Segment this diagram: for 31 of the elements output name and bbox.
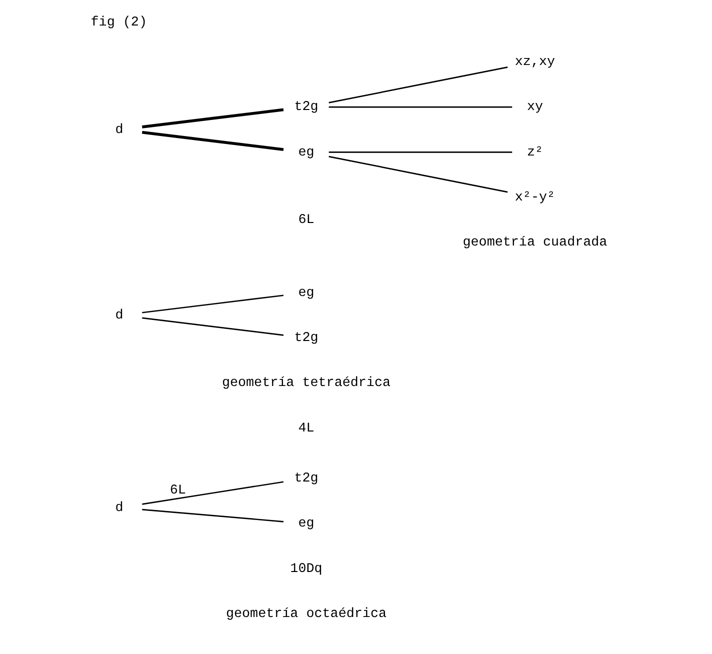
connector — [328, 152, 512, 153]
node-text: t2g — [294, 472, 318, 487]
node-text: eg — [298, 516, 314, 532]
label: geometría tetraédrica — [222, 376, 391, 392]
label: geometría cuadrada — [462, 236, 608, 251]
node-text: t2g — [294, 100, 318, 116]
connector — [142, 481, 284, 505]
node-text: d — [115, 122, 124, 138]
connector — [328, 106, 512, 108]
diagram-title: fig (2) — [90, 16, 147, 31]
node-text: d — [115, 308, 124, 324]
label: geometría octaédrica — [226, 607, 386, 622]
edge-label: 6L — [170, 483, 186, 498]
label: 4L — [298, 421, 314, 436]
connector — [328, 156, 508, 193]
connector — [328, 66, 508, 104]
node-text: eg — [298, 145, 314, 160]
node-text: t2g — [294, 331, 318, 346]
connector — [142, 317, 284, 336]
node-text: d — [115, 500, 124, 516]
node-text: x²-y² — [514, 190, 556, 206]
connector — [142, 130, 284, 151]
connector — [142, 108, 284, 128]
node-text: xy — [526, 100, 544, 116]
label: 6L — [298, 213, 314, 228]
node-text: xz,xy — [514, 55, 556, 70]
node-text: eg — [298, 286, 314, 301]
connector — [142, 294, 284, 314]
label: 10Dq — [290, 562, 322, 577]
node-text: z² — [526, 145, 544, 160]
connector — [142, 508, 284, 522]
